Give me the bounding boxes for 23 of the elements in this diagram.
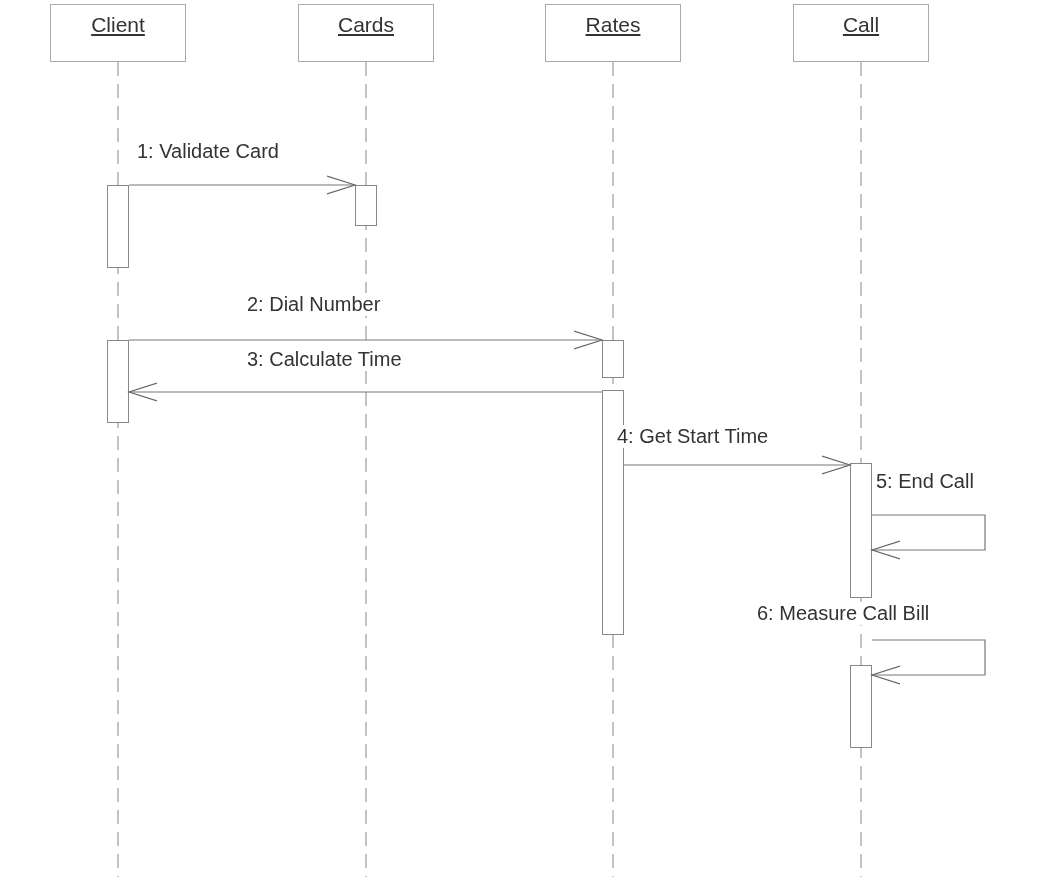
message-label: 2: Dial Number <box>245 293 383 316</box>
object-name: Client <box>91 13 145 37</box>
self-message-arrow <box>871 639 986 685</box>
activation-bar <box>850 463 872 598</box>
object-name: Call <box>842 13 880 37</box>
message-arrow <box>128 175 356 195</box>
self-message-arrow <box>871 514 986 560</box>
object-name: Rates <box>585 13 641 37</box>
object-box <box>298 4 434 62</box>
message-arrow <box>128 382 603 402</box>
object-name: Cards <box>338 13 394 37</box>
object-box <box>545 4 681 62</box>
object-box <box>50 4 186 62</box>
object-box <box>793 4 929 62</box>
activation-bar <box>355 185 377 226</box>
activation-bar <box>602 340 624 378</box>
message-label: 4: Get Start Time <box>615 425 771 448</box>
message-label: 3: Calculate Time <box>245 348 404 371</box>
activation-bar <box>107 340 129 423</box>
activation-bar <box>850 665 872 748</box>
message-arrow <box>128 330 603 350</box>
activation-bar <box>107 185 129 268</box>
message-arrow <box>623 455 851 475</box>
